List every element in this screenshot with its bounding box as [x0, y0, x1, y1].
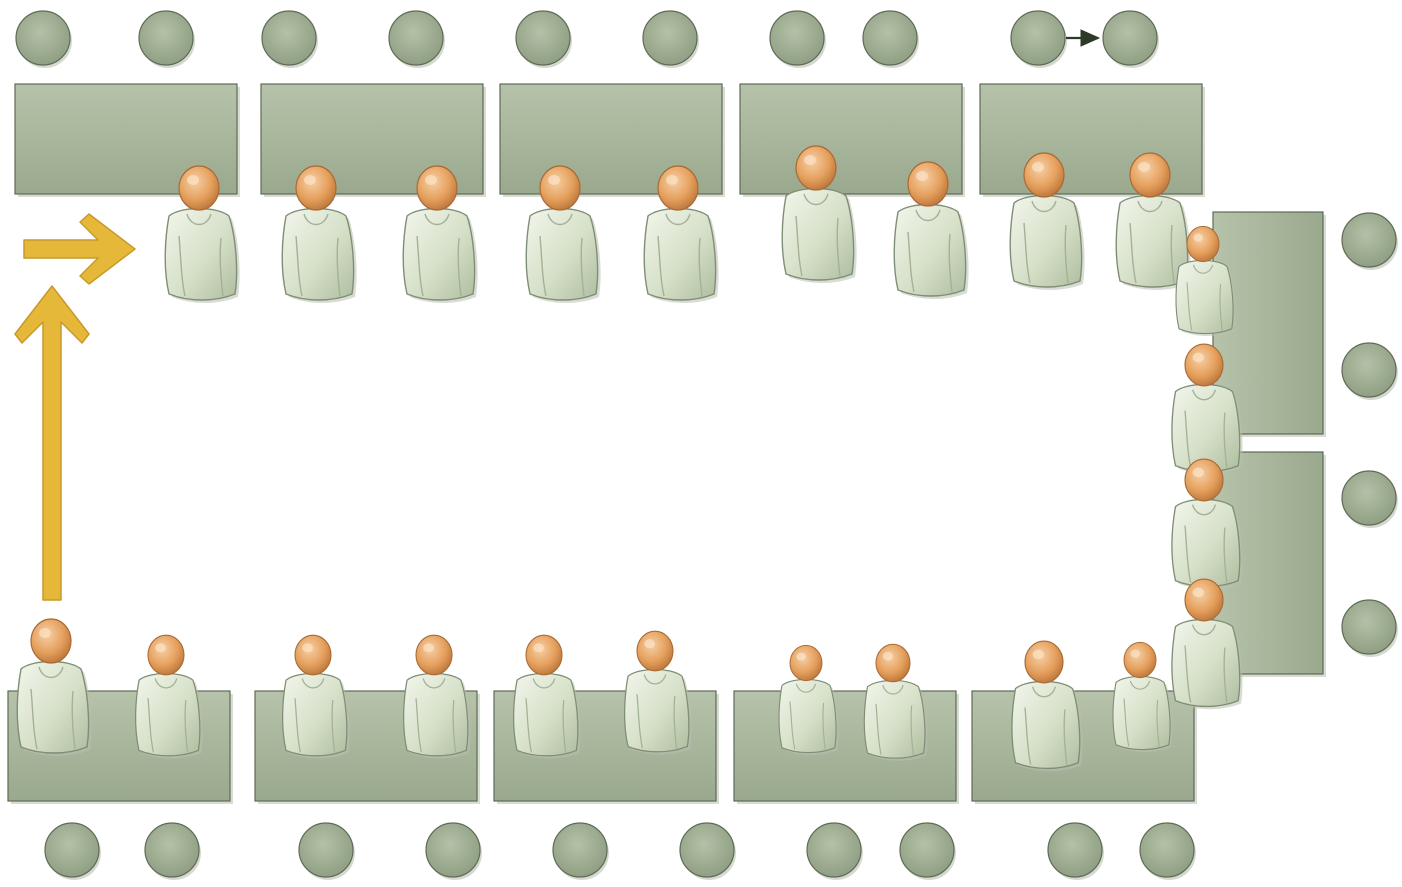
chair-icon — [44, 822, 101, 880]
person-icon — [1171, 458, 1243, 590]
chair-icon — [642, 10, 699, 68]
person-icon — [1011, 640, 1083, 772]
person-icon — [643, 165, 719, 303]
person-icon — [281, 165, 357, 303]
arrow-up-icon — [14, 285, 90, 601]
chair-icon — [806, 822, 863, 880]
chair-icon — [1047, 822, 1104, 880]
chair-icon — [425, 822, 482, 880]
table-icon — [979, 83, 1205, 197]
person-icon — [134, 634, 203, 759]
chair-icon — [769, 10, 826, 68]
person-icon — [893, 161, 969, 299]
person-icon — [863, 643, 928, 761]
person-icon — [164, 165, 240, 303]
person-icon — [512, 634, 581, 759]
arrow-right-icon — [23, 213, 136, 285]
chair-icon — [899, 822, 956, 880]
person-icon — [402, 634, 471, 759]
chair-icon — [552, 822, 609, 880]
person-icon — [623, 630, 692, 755]
person-icon — [1115, 152, 1191, 290]
chair-icon — [388, 10, 445, 68]
person-icon — [1171, 578, 1243, 710]
chair-icon — [144, 822, 201, 880]
chair-icon — [15, 10, 72, 68]
person-icon — [1009, 152, 1085, 290]
chair-icon — [1341, 212, 1398, 270]
person-icon — [1175, 225, 1236, 336]
chair-icon — [1102, 10, 1159, 68]
person-icon — [778, 644, 839, 755]
person-icon — [1171, 343, 1243, 475]
participant-group — [16, 145, 1243, 772]
chair-icon — [1010, 10, 1067, 68]
table-icon — [14, 83, 240, 197]
chair-icon — [1341, 470, 1398, 528]
chair-icon — [1341, 342, 1398, 400]
chair-icon — [298, 822, 355, 880]
chair-icon — [679, 822, 736, 880]
chair-icon — [138, 10, 195, 68]
person-icon — [281, 634, 350, 759]
chair-icon — [1139, 822, 1196, 880]
person-icon — [16, 618, 92, 756]
person-icon — [402, 165, 478, 303]
person-icon — [1112, 641, 1173, 752]
table-group — [7, 83, 1326, 804]
chair-group — [15, 10, 1398, 880]
person-icon — [525, 165, 601, 303]
chair-icon — [1341, 599, 1398, 657]
chair-icon — [862, 10, 919, 68]
chair-icon — [261, 10, 318, 68]
chair-icon — [515, 10, 572, 68]
person-icon — [781, 145, 857, 283]
